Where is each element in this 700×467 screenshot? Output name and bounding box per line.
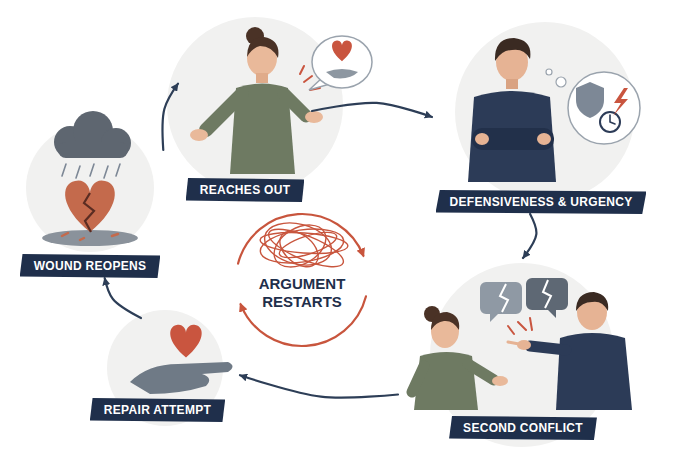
cycle-center: ARGUMENT RESTARTS [230,208,374,352]
cycle-connector [163,84,178,150]
rain [62,164,120,178]
scribble-loop [277,227,340,263]
clock-icon [600,112,620,132]
cycle-connector [523,214,536,258]
shield-icon [576,82,604,118]
tangle-scribble [258,216,348,275]
stage-banner: WOUND REOPENS [20,254,161,278]
cloud-part [58,142,128,158]
cycle-connector [105,278,141,318]
clock-hands [610,115,615,124]
hand [537,133,551,145]
lightning-icon [613,88,628,116]
sweater [468,91,556,182]
backdrop-blob [26,124,154,252]
stage-node: DEFENSIVENESS & URGENCY [432,20,650,214]
open-hand [130,362,233,394]
hair [495,38,530,61]
arm [412,366,424,392]
scribble-loop [267,216,333,275]
stage-node: SECOND CONFLICT [398,258,648,440]
backdrop-blob [455,22,635,202]
cycle-connector [240,375,398,397]
stage-node: WOUND REOPENS [17,118,164,278]
hand-icon [326,69,358,78]
stage-node: REPAIR ATTEMPT [75,318,240,422]
speech-bubble [480,282,522,322]
crossed-arms [472,128,554,150]
cycle-connector [312,103,432,117]
couple-arguing [412,278,632,410]
hair [431,312,459,330]
hand [475,133,489,145]
neck [256,73,268,83]
hand-offering-heart [130,325,233,394]
storm-broken-heart [42,111,138,246]
storm-cloud [54,111,131,158]
backdrop-blobs [26,17,635,447]
arm [284,94,306,116]
bubble [312,36,372,88]
scribble-loop [264,222,347,274]
backdrop-blob [167,17,343,193]
sweater [556,333,632,410]
stage-node: REACHES OUT [178,20,312,202]
arm [206,94,242,130]
arm [530,346,566,350]
thought-bubble [546,69,640,144]
crack [500,280,551,312]
stage-banner: REPAIR ATTEMPT [90,398,225,422]
thought-dot [556,77,566,87]
stage-banner: REACHES OUT [186,178,305,202]
emphasis-marks [508,318,532,334]
center-label: ARGUMENT RESTARTS [248,274,356,312]
connectors [105,84,537,398]
man-defensive [468,38,556,182]
neck [506,79,518,89]
heart-shards [62,233,118,240]
hair [247,37,278,58]
heart-icon [332,41,352,62]
heart-crack [84,193,94,232]
hand [492,376,508,386]
heart [170,325,201,358]
thought-dot [546,69,552,75]
pointing-finger [508,342,519,344]
speech-bubble [309,36,372,90]
stage-banner: DEFENSIVENESS & URGENCY [436,190,647,214]
hair [576,292,608,311]
woman-reaching [190,27,323,174]
broken-heart [65,180,115,232]
hand [190,129,208,141]
arm [468,364,494,380]
bubble [568,72,640,144]
hand [305,111,323,123]
cycle-arrow [238,214,363,264]
stage-banner: SECOND CONFLICT [449,416,597,440]
